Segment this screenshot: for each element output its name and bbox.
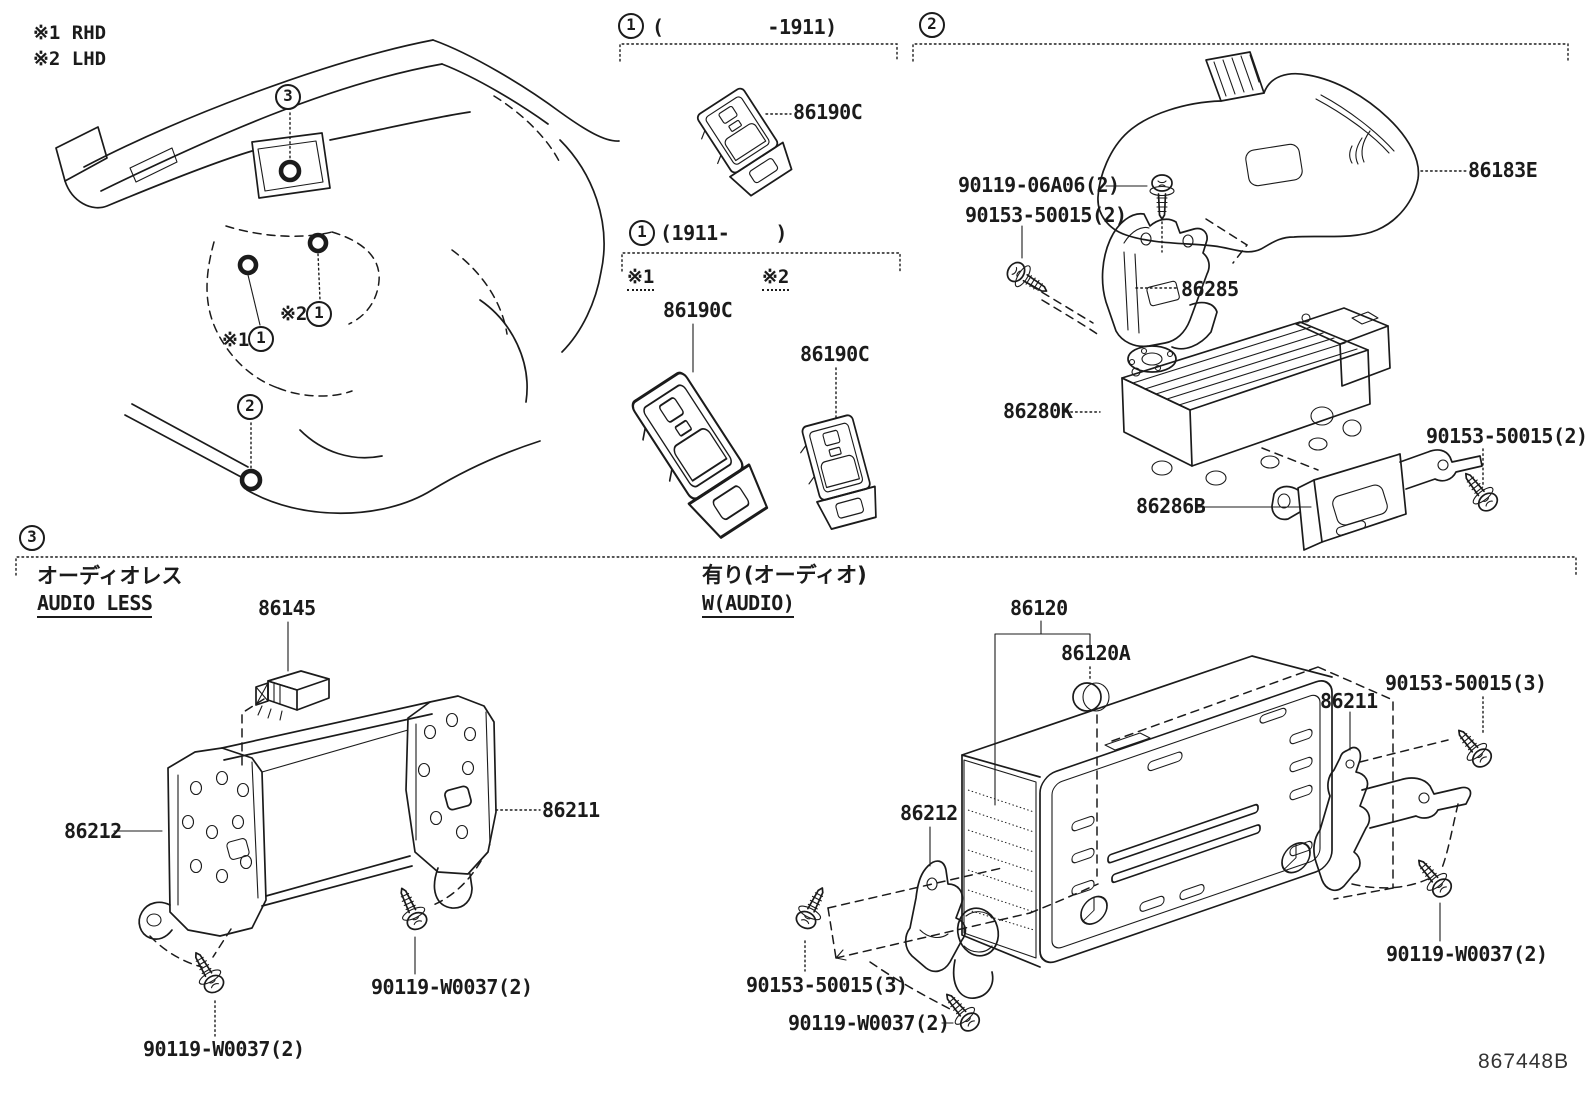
audioless-title-en-text: AUDIO LESS (37, 591, 153, 618)
ref-1-late: ※1 (627, 266, 655, 291)
part-label-90153-50015-wa-left[interactable]: 90153-50015(3) (746, 973, 908, 997)
callout-1-rhd-overview[interactable]: 1 (248, 326, 274, 352)
screw-90119-W0037-waudio-bottom-drawing (936, 985, 986, 1037)
callout-3-overview[interactable]: 3 (275, 84, 301, 110)
part-label-86286B[interactable]: 86286B (1136, 494, 1206, 518)
screw-90119-W0037-audioless-right-drawing (390, 882, 433, 975)
usb-socket-late-lhd-drawing (793, 367, 884, 533)
part-label-86120[interactable]: 86120 (1010, 596, 1068, 620)
instrument-panel-sketch (55, 39, 620, 514)
callout-2-overview[interactable]: 2 (237, 394, 263, 420)
screw-90153-50015-waudio-right-drawing (1448, 696, 1498, 773)
note-lhd: ※2 LHD (33, 48, 107, 70)
callout-3-section[interactable]: 3 (19, 525, 45, 551)
screw-90119-W0037-waudio-right-drawing (1408, 851, 1458, 942)
note-rhd: ※1 RHD (33, 22, 107, 44)
usb-socket-early-drawing (688, 83, 799, 203)
part-label-90119-W0037-al-left[interactable]: 90119-W0037(2) (143, 1037, 305, 1061)
part-label-86212-audioless[interactable]: 86212 (64, 819, 122, 843)
ref-1-overview: ※1 (222, 329, 250, 351)
screw-90153-50015-right-drawing (1455, 448, 1504, 517)
amplifier-drawing (1065, 307, 1391, 486)
part-label-86120A[interactable]: 86120A (1061, 641, 1131, 665)
waudio-title-en-text: W(AUDIO) (702, 591, 795, 618)
ref-2-overview: ※2 (280, 303, 308, 325)
part-label-86190C-early[interactable]: 86190C (793, 100, 863, 124)
waudio-title-jp: 有り(オーディオ) (702, 563, 867, 587)
bracket-86286B-drawing (1196, 447, 1483, 551)
part-label-90119-W0037-wa-bottom[interactable]: 90119-W0037(2) (788, 1011, 950, 1035)
part-label-86145[interactable]: 86145 (258, 596, 316, 620)
callout-1-section-late[interactable]: 1 (629, 220, 655, 246)
audioless-title-en: AUDIO LESS (37, 591, 153, 618)
part-label-90153-50015-wa-right[interactable]: 90153-50015(3) (1385, 671, 1547, 695)
amplifier-cover-drawing (1097, 51, 1467, 253)
audioless-title-jp: オーディオレス (37, 564, 183, 588)
screw-90153-50015-waudio-left-drawing (790, 881, 834, 972)
range-early: ( -1911) (652, 15, 837, 39)
callout-1-lhd-overview[interactable]: 1 (306, 301, 332, 327)
part-label-86211-audioless[interactable]: 86211 (542, 798, 600, 822)
bracket-86211-waudio-drawing (1313, 711, 1472, 892)
bracket-86212-waudio-drawing (827, 826, 1099, 1010)
part-label-90119-06A06[interactable]: 90119-06A06(2) (958, 173, 1120, 197)
part-label-86190C-lhd[interactable]: 86190C (800, 342, 870, 366)
section-brackets (15, 43, 1577, 576)
part-label-90153-50015-left[interactable]: 90153-50015(2) (965, 203, 1127, 227)
part-label-86212-waudio[interactable]: 86212 (900, 801, 958, 825)
part-label-86183E[interactable]: 86183E (1468, 158, 1538, 182)
radio-receiver-drawing (961, 620, 1394, 968)
relay-86145-drawing (241, 621, 330, 771)
range-late: (1911- ) (660, 221, 787, 245)
screw-90153-50015-left-drawing (1002, 225, 1101, 337)
usb-socket-late-rhd-drawing (621, 323, 776, 546)
waudio-title-en: W(AUDIO) (702, 591, 795, 618)
ref-2-late-text: ※2 (762, 266, 790, 291)
figure-code: 867448B (1478, 1050, 1570, 1073)
ref-1-late-text: ※1 (627, 266, 655, 291)
callout-2-section[interactable]: 2 (919, 12, 945, 38)
part-label-90119-W0037-al-right[interactable]: 90119-W0037(2) (371, 975, 533, 999)
callout-1-section-early[interactable]: 1 (618, 13, 644, 39)
part-label-86285[interactable]: 86285 (1181, 277, 1239, 301)
part-label-90153-50015-right[interactable]: 90153-50015(2) (1426, 424, 1588, 448)
part-label-90119-W0037-wa-right[interactable]: 90119-W0037(2) (1386, 942, 1548, 966)
screw-90119-06A06-drawing (1105, 174, 1175, 253)
part-label-86280K[interactable]: 86280K (1003, 399, 1073, 423)
bracket-86285-drawing (1029, 212, 1249, 373)
screw-90119-W0037-audioless-left-drawing (184, 945, 230, 1037)
audioless-mount-assembly-drawing (113, 695, 541, 968)
ref-2-late: ※2 (762, 266, 790, 291)
part-label-86211-waudio[interactable]: 86211 (1320, 689, 1378, 713)
part-label-86190C-rhd[interactable]: 86190C (663, 298, 733, 322)
